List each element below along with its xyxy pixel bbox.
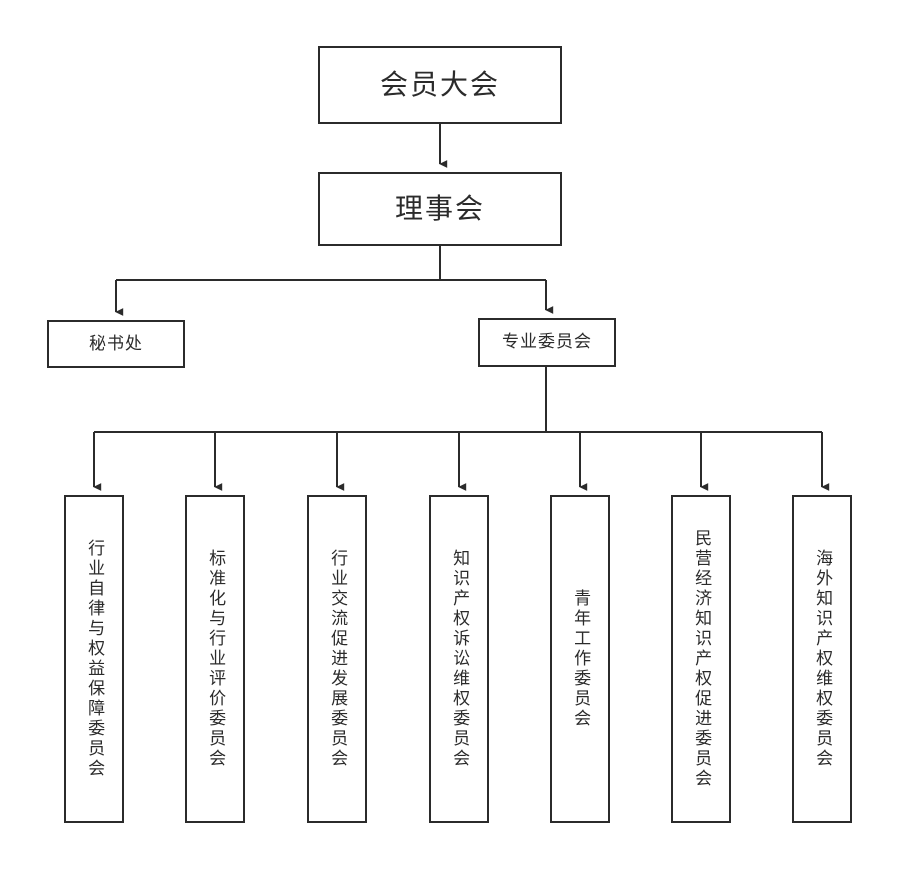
node-committee-industry-self-discipline-label: 行业自律与权益保障委员会: [85, 539, 105, 779]
node-committee-industry-exchange-development-label: 行业交流促进发展委员会: [328, 549, 348, 769]
node-committee-industry-self-discipline[interactable]: 行业自律与权益保障委员会: [64, 495, 124, 823]
node-professional-committees-label: 专业委员会: [502, 332, 592, 352]
node-assembly-label: 会员大会: [379, 68, 500, 100]
node-committee-youth-work[interactable]: 青年工作委员会: [550, 495, 610, 823]
node-committee-ip-litigation-rights-protection[interactable]: 知识产权诉讼维权委员会: [429, 495, 489, 823]
node-committee-standardization-evaluation[interactable]: 标准化与行业评价委员会: [185, 495, 245, 823]
node-committee-industry-exchange-development[interactable]: 行业交流促进发展委员会: [307, 495, 367, 823]
node-committee-private-economy-ip-promotion-label: 民营经济知识产权促进委员会: [692, 529, 712, 789]
node-committee-overseas-ip-rights-protection[interactable]: 海外知识产权维权委员会: [792, 495, 852, 823]
node-committee-ip-litigation-rights-protection-label: 知识产权诉讼维权委员会: [450, 549, 470, 769]
node-committee-private-economy-ip-promotion[interactable]: 民营经济知识产权促进委员会: [671, 495, 731, 823]
node-board[interactable]: 理事会: [318, 172, 562, 246]
node-professional-committees[interactable]: 专业委员会: [478, 318, 616, 367]
node-committee-overseas-ip-rights-protection-label: 海外知识产权维权委员会: [813, 549, 833, 769]
node-secretariat[interactable]: 秘书处: [47, 320, 185, 368]
node-board-label: 理事会: [394, 192, 485, 224]
node-assembly[interactable]: 会员大会: [318, 46, 562, 124]
node-committee-youth-work-label: 青年工作委员会: [571, 589, 591, 729]
node-committee-standardization-evaluation-label: 标准化与行业评价委员会: [206, 549, 226, 769]
node-secretariat-label: 秘书处: [89, 333, 143, 353]
